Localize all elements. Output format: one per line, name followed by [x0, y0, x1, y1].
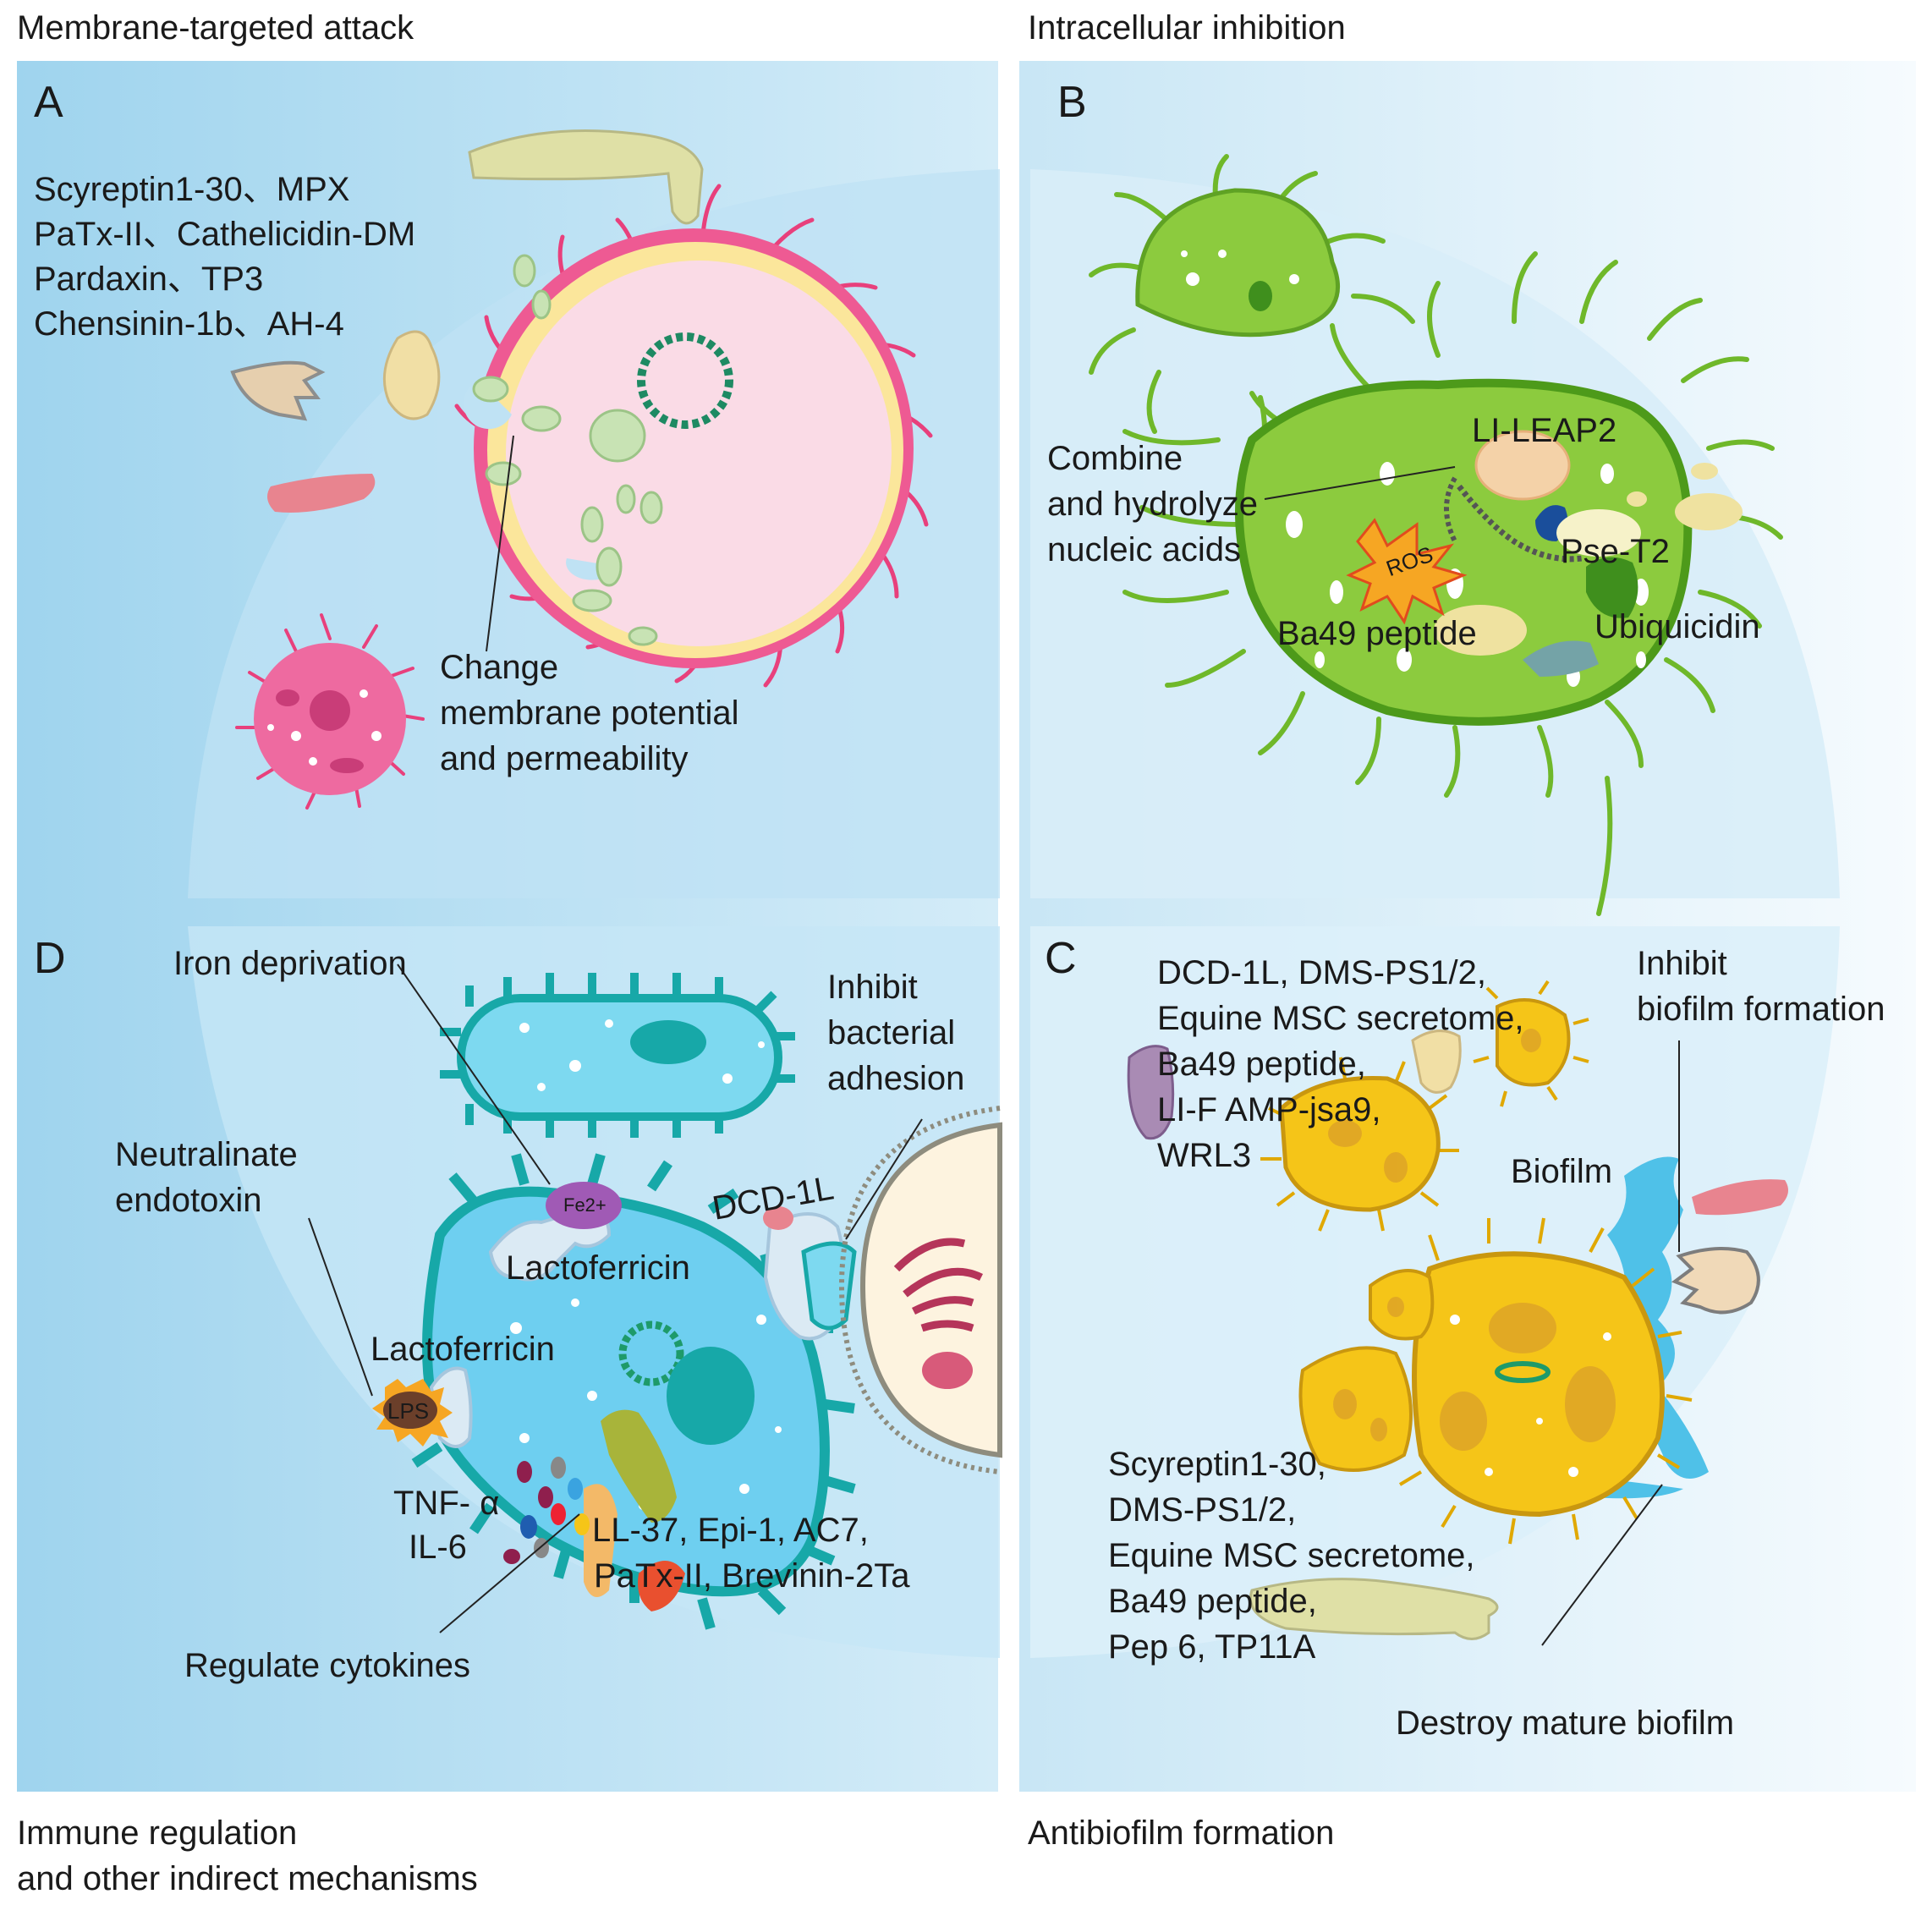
peptide-line: LI-F AMP-jsa9,: [1157, 1091, 1381, 1128]
mechanism-label: and hydrolyze: [1047, 486, 1258, 523]
peptide-label: Ba49 peptide: [1277, 615, 1477, 652]
peptide-line: DCD-1L, DMS-PS1/2,: [1157, 954, 1486, 991]
adhesion-label: Inhibit: [827, 969, 918, 1006]
inhibit-label: biofilm formation: [1637, 991, 1885, 1028]
mechanism-label: Combine: [1047, 440, 1183, 477]
peptide-line: PaTx-II、Cathelicidin-DM: [34, 216, 415, 253]
adhesion-label: bacterial: [827, 1014, 955, 1051]
panel-c-artwork: [1127, 980, 1788, 1646]
mechanism-label: membrane potential: [440, 694, 739, 732]
peptide-line: DMS-PS1/2,: [1108, 1491, 1296, 1529]
panel-d-artwork: [308, 963, 1002, 1633]
panel-letter-d: D: [34, 934, 66, 983]
caption-intracellular: Intracellular inhibition: [1028, 9, 1346, 47]
destroy-label: Destroy mature biofilm: [1396, 1705, 1734, 1742]
biofilm-label: Biofilm: [1511, 1153, 1612, 1190]
peptide-line: PaTx-II, Brevinin-2Ta: [594, 1557, 910, 1595]
panel-b-bacteria: [1089, 154, 1783, 916]
mechanism-label: Change: [440, 649, 558, 686]
peptide-label: Pse-T2: [1561, 533, 1670, 570]
neutral-label: Neutralinate: [115, 1136, 298, 1173]
lactoferricin-label: Lactoferricin: [370, 1331, 555, 1368]
peptide-line: Pep 6, TP11A: [1108, 1628, 1316, 1666]
inhibit-label: Inhibit: [1637, 945, 1727, 982]
peptide-line: WRL3: [1157, 1137, 1251, 1174]
peptide-line: Scyreptin1-30,: [1108, 1446, 1326, 1483]
neutral-label: endotoxin: [115, 1182, 261, 1219]
peptide-label: Ubiquicidin: [1594, 608, 1760, 645]
peptide-line: Ba49 peptide,: [1108, 1583, 1317, 1620]
mechanism-label: and permeability: [440, 740, 689, 777]
caption-antibiofilm: Antibiofilm formation: [1028, 1814, 1334, 1852]
iron-label: Iron deprivation: [173, 945, 407, 982]
panel-letter-b: B: [1057, 78, 1087, 127]
caption-membrane-attack: Membrane-targeted attack: [17, 9, 414, 47]
fe-label: Fe2+: [563, 1194, 606, 1216]
cytokine-label: TNF- α: [393, 1485, 499, 1522]
panel-a-bacterium: [230, 129, 933, 810]
peptide-line: Scyreptin1-30、MPX: [34, 171, 349, 208]
peptide-line: Chensinin-1b、AH-4: [34, 305, 344, 343]
lps-label: LPS: [387, 1398, 429, 1424]
adhesion-label: adhesion: [827, 1060, 964, 1097]
caption-immune-1: Immune regulation: [17, 1814, 297, 1852]
regulate-label: Regulate cytokines: [184, 1647, 470, 1684]
lactoferricin-label: Lactoferricin: [506, 1249, 690, 1287]
peptide-line: LL-37, Epi-1, AC7,: [592, 1512, 869, 1549]
mechanism-label: nucleic acids: [1047, 531, 1241, 568]
panel-letter-a: A: [34, 78, 63, 127]
caption-immune-2: and other indirect mechanisms: [17, 1860, 478, 1897]
cytokine-label: IL-6: [409, 1529, 467, 1566]
peptide-line: Pardaxin、TP3: [34, 261, 263, 298]
peptide-line: Equine MSC secretome,: [1108, 1537, 1475, 1574]
peptide-line: Ba49 peptide,: [1157, 1046, 1366, 1083]
peptide-label: LI-LEAP2: [1472, 412, 1616, 449]
panel-letter-c: C: [1045, 934, 1077, 983]
pink-coccus: [235, 613, 425, 810]
peptide-line: Equine MSC secretome,: [1157, 1000, 1524, 1037]
